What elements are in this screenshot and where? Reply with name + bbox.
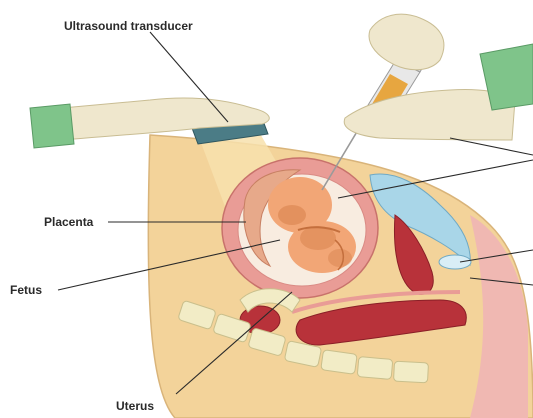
vaginal-canal bbox=[439, 255, 471, 269]
leader-right-2 bbox=[450, 138, 533, 155]
label-uterus: Uterus bbox=[116, 399, 154, 413]
label-ultrasound-transducer: Ultrasound transducer bbox=[64, 19, 193, 33]
label-fetus: Fetus bbox=[10, 283, 42, 297]
label-placenta: Placenta bbox=[44, 215, 94, 229]
right-hands bbox=[344, 14, 533, 140]
